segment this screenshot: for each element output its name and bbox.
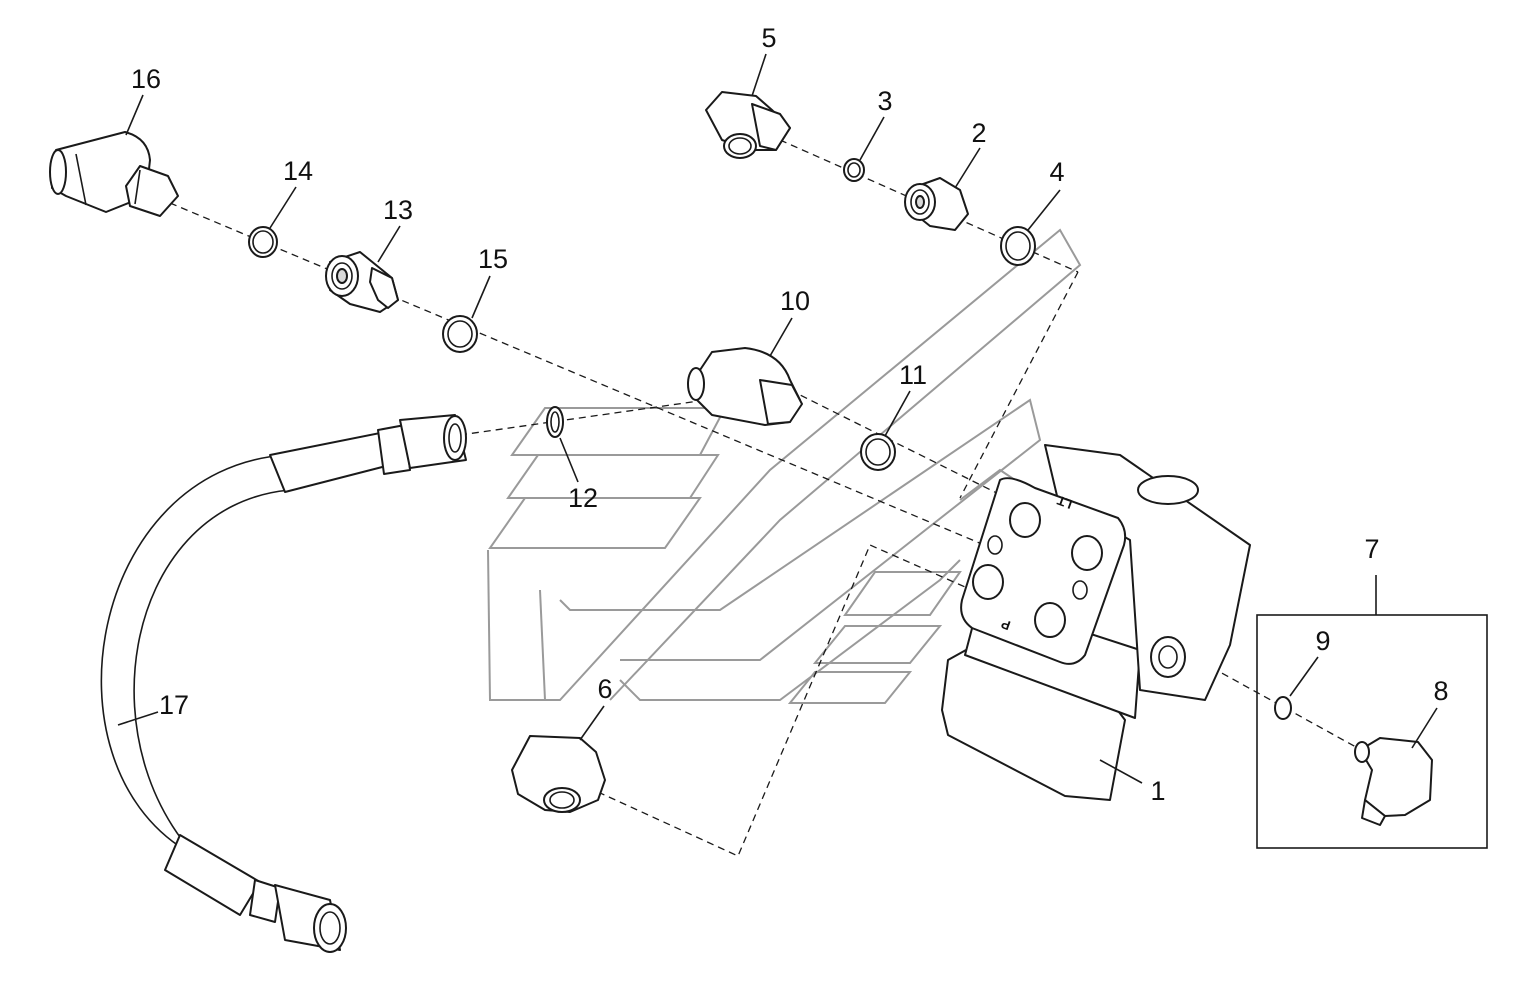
callout-5: 5	[761, 23, 776, 53]
callout-16: 16	[131, 64, 161, 94]
part-4-o-ring	[1000, 226, 1036, 266]
part-13-straight-adapter	[325, 251, 399, 313]
callout-8: 8	[1433, 676, 1448, 706]
callout-2: 2	[971, 118, 986, 148]
part-3-o-ring	[843, 158, 865, 182]
leader-lines	[117, 53, 1438, 784]
callout-14: 14	[283, 156, 313, 186]
callout-13: 13	[383, 195, 413, 225]
part-6-elbow-fitting	[511, 735, 606, 813]
callout-11: 11	[899, 360, 927, 390]
callout-1: 1	[1150, 776, 1165, 806]
callout-4: 4	[1049, 157, 1064, 187]
part-8-elbow-fitting	[1354, 737, 1433, 826]
part-14-o-ring	[248, 226, 278, 258]
callout-3: 3	[877, 86, 892, 116]
part-2-straight-adapter	[904, 177, 969, 231]
callout-6: 6	[597, 674, 612, 704]
callout-12: 12	[568, 483, 598, 513]
part-15-o-ring	[442, 315, 478, 353]
callout-numbers: 1 2 3 4 5 6 7 8 9 10 11 12 13 14 15 16 1…	[131, 23, 1449, 806]
part-17-hydraulic-hose	[100, 414, 467, 953]
part-5-elbow-fitting	[705, 91, 791, 159]
part-9-o-ring	[1274, 696, 1292, 720]
callout-9: 9	[1315, 626, 1330, 656]
callout-10: 10	[780, 286, 810, 316]
watermark-logo	[487, 228, 1082, 704]
callout-17: 17	[159, 690, 189, 720]
part-1-steering-unit: LT P	[941, 444, 1251, 801]
part-11-o-ring	[860, 433, 896, 471]
part-7-kit-box	[1256, 575, 1488, 849]
part-16-elbow-fitting	[49, 131, 179, 217]
callout-15: 15	[478, 244, 508, 274]
port-marking-lt: LT	[1055, 493, 1074, 512]
part-10-elbow-fitting	[687, 347, 803, 426]
callout-7: 7	[1364, 534, 1379, 564]
part-12-o-ring	[546, 406, 564, 438]
